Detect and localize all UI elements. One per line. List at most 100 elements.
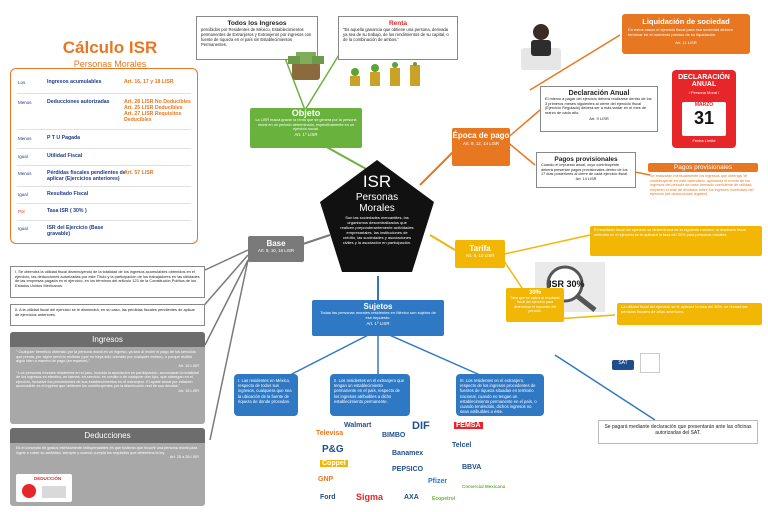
logo-comercial-mexicana: Comercial Mexicana xyxy=(462,484,506,489)
calendar-page: MARZO 31 xyxy=(682,102,726,136)
tarifa-node: Tarifa Art. 9, 10 LISR xyxy=(455,240,505,268)
sat-logo: SAT xyxy=(612,360,634,370)
tarifa-explanation: El resultado fiscal del ejercicio se det… xyxy=(590,226,762,256)
calc-row-article: Art. 57 LISR xyxy=(124,170,154,176)
ingresos-text-1: " Cualquier beneficio obtenido por la pe… xyxy=(16,350,196,363)
pagos-provisionales-title: Pagos provisionales xyxy=(554,156,618,163)
base-text-2-content: II. A la utilidad fiscal del ejercicio s… xyxy=(15,307,195,317)
logo-pepsico: PEPSICO xyxy=(392,466,424,473)
epoca-title: Época de pago xyxy=(452,131,510,140)
total-income-text: percibidos por Residentes de México, Est… xyxy=(201,27,312,47)
tasa-30-box: 30% Tasa que se aplica al resultado fisc… xyxy=(506,288,564,322)
deduccion-label: DEDUCCIÓN xyxy=(34,476,62,481)
renta-text: "Es aquella ganancia que obtiene una per… xyxy=(343,27,449,42)
calendar-day: 31 xyxy=(693,108,715,128)
calendar-heading: DECLARACIÓN ANUAL xyxy=(678,74,730,88)
logo-ecopetrol: Ecopetrol xyxy=(432,496,456,502)
ingresos-text-2: " Los personas morales residentes en el … xyxy=(16,370,199,389)
logo-sigma: Sigma xyxy=(356,492,384,502)
logo-pfizer: Pfizer xyxy=(428,478,448,485)
declaracion-anual-box: Declaración Anual El mismo a pagar del e… xyxy=(540,86,658,132)
pagos-prov-detail-text: Se realizarán mensualmente los ingresos … xyxy=(650,174,754,197)
objeto-title: Objeto xyxy=(291,108,321,118)
calc-row-label: Menos xyxy=(18,171,32,176)
calc-row-desc: ISR del Ejercicio (Base gravable) xyxy=(47,225,104,237)
deducciones-article: Art. 25 a 28 LISR xyxy=(169,455,199,459)
calc-row-label: Menos xyxy=(18,100,32,105)
logo-axa: AXA xyxy=(404,494,419,501)
base-node: Base Art. 9, 10, 16 LISR xyxy=(248,236,304,262)
center-text: Son las sociedades mercantiles, los orga… xyxy=(340,215,414,245)
company-logos: Televisa Walmart P&G BIMBO DIF FEMSA Cop… xyxy=(312,420,508,508)
calc-row-desc: Pérdidas fiscales pendientes de aplicar … xyxy=(47,170,126,182)
sujetos-title: Sujetos xyxy=(363,302,393,311)
logo-televisa: Televisa xyxy=(316,430,344,437)
calculation-table: Los Ingresos acumulables Art. 16, 17 y 1… xyxy=(10,68,198,244)
calc-row: Igual Utilidad Fiscal xyxy=(11,149,197,171)
tasa-30-title: 30% xyxy=(528,290,541,296)
ingresos-article-1: Art. 16 LISR xyxy=(178,363,199,368)
deducciones-text: Es el concepto de gastos estrictamente i… xyxy=(16,446,198,455)
epoca-node: Época de pago Art. 9, 12, 14 LISR xyxy=(452,128,510,166)
objeto-article: Art. 1º LISR xyxy=(294,131,318,137)
base-text-1: I. Se obtendrá la utilidad fiscal dismin… xyxy=(10,266,205,298)
sat-payment-text: Se pagará mediante declaración que prese… xyxy=(604,424,752,437)
calendar-sub: / Persona Moral / xyxy=(688,90,720,95)
center-subtitle: Personas Morales xyxy=(355,192,399,214)
calc-row: Menos Deducciones autorizadas Art. 28 LI… xyxy=(11,95,197,123)
calc-row-label: Los xyxy=(18,80,26,85)
calc-row-desc: Resultado Fiscal xyxy=(47,191,89,197)
deducciones-box: Deducciones Es el concepto de gastos est… xyxy=(10,428,205,506)
renta-title: Renta xyxy=(388,20,408,27)
logo-banamex: Banamex xyxy=(392,450,424,457)
logo-pg: P&G xyxy=(322,444,344,455)
calc-row-label: Igual xyxy=(18,226,28,231)
renta-box: Renta "Es aquella ganancia que obtiene u… xyxy=(338,16,458,60)
tasa-30-text: Tasa que se aplica al resultado fiscal d… xyxy=(510,296,560,313)
sujetos-text: Todas las personas morales residentes en… xyxy=(320,310,436,320)
isr-center-pentagon: ISR Personas Morales Son las sociedades … xyxy=(318,158,436,276)
calc-row: Menos P T U Pagada xyxy=(11,131,197,153)
ingresos-box: Ingresos " Cualquier beneficio obtenido … xyxy=(10,332,205,424)
declaracion-anual-title: Declaración Anual xyxy=(568,90,630,97)
calc-row-desc: P T U Pagada xyxy=(47,135,81,141)
liquidacion-article: Art. 11 LISR xyxy=(675,39,697,45)
tarifa-explanation-text: El resultado fiscal del ejercicio se det… xyxy=(594,227,746,237)
tasa-explanation-text: La utilidad fiscal del ejercicio se le a… xyxy=(621,304,748,314)
calc-row: Igual ISR del Ejercicio (Base gravable) xyxy=(11,221,197,243)
epoca-article: Art. 9, 12, 14 LISR xyxy=(462,141,500,146)
liquidacion-box: Liquidación de sociedad En estos casos e… xyxy=(622,14,750,54)
pagos-provisionales-text: Cuando el impuesto anual, cuyo contribuy… xyxy=(541,163,629,176)
base-title: Base xyxy=(266,239,286,248)
calendar-month: MARZO xyxy=(694,102,714,108)
calendar-footer: Fecha Límite xyxy=(692,138,716,143)
declaracion-anual-text: El mismo a pagar del ejercicio deberá re… xyxy=(545,96,652,116)
calc-row-desc: Deducciones autorizadas xyxy=(47,99,110,105)
calc-row-desc: Ingresos acumulables xyxy=(47,79,102,85)
objeto-text: La LISR busca gravar la renta que se gen… xyxy=(255,118,357,132)
base-article: Art. 9, 10, 16 LISR xyxy=(257,248,295,253)
calc-row-label: Por xyxy=(18,209,26,214)
liquidacion-title: Liquidación de sociedad xyxy=(642,17,730,26)
logo-coppel: Coppel xyxy=(320,460,348,467)
calc-row-desc: Tasa ISR ( 30% ) xyxy=(47,208,87,214)
money-tree-illustration xyxy=(282,48,330,82)
sat-building-icon xyxy=(640,353,660,373)
objeto-node: Objeto La LISR busca gravar la renta que… xyxy=(250,108,362,148)
calc-row: Los Ingresos acumulables Art. 16, 17 y 1… xyxy=(11,75,197,97)
business-woman-illustration xyxy=(517,18,565,73)
pagos-prov-detail-title: Pagos provisionales xyxy=(648,163,758,172)
center-title: ISR xyxy=(362,172,392,191)
isr-30-label: ISR 30% xyxy=(549,279,585,289)
deducciones-title: Deducciones xyxy=(10,428,205,443)
calc-row-article: Art. 16, 17 y 18 LISR xyxy=(124,79,174,85)
logo-telcel: Telcel xyxy=(452,442,472,449)
sujetos-article: Art. 1º LISR xyxy=(366,320,390,326)
sujetos-item-2: II. Los residentes en el extranjero que … xyxy=(330,374,410,416)
calc-row: Menos Pérdidas fiscales pendientes de ap… xyxy=(11,166,197,188)
logo-bimbo: BIMBO xyxy=(382,432,406,439)
logo-ford: Ford xyxy=(320,494,336,501)
total-income-title: Todos los Ingresos xyxy=(227,20,287,27)
logo-bbva: BBVA xyxy=(462,464,482,471)
logo-walmart: Walmart xyxy=(344,422,372,429)
